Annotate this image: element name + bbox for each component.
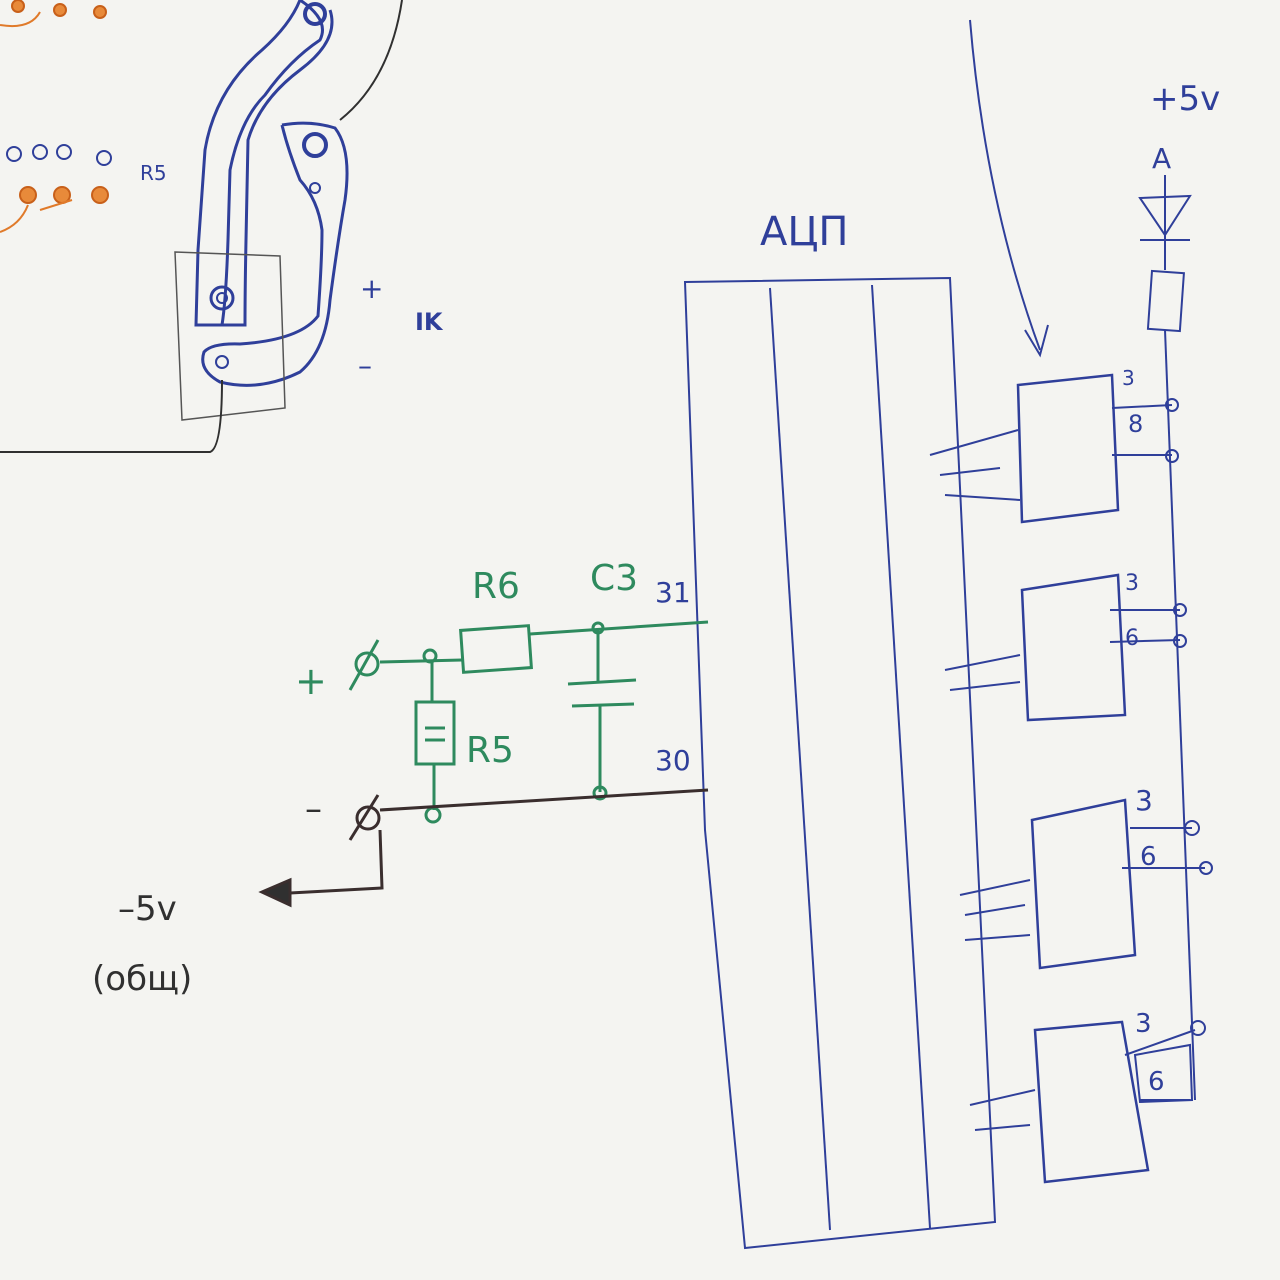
adc-block [683,276,997,1250]
black-wire [0,379,223,453]
pad-icon [303,2,327,26]
label-r6: R6 [472,566,520,607]
channel-pin-bottom: 6 [1125,626,1139,651]
channel-pin-bottom: 6 [1140,842,1157,872]
channel-pin-bottom: 8 [1128,410,1143,438]
arrow-head-icon [1024,324,1049,358]
channel-pin-top: 3 [1135,1009,1152,1039]
channel-pin-top: 3 [1135,784,1153,817]
resistor-icon [1146,269,1185,333]
channel-2: 3 6 [944,571,1187,722]
pad-icon [209,285,235,311]
orange-traces [0,11,73,233]
channel-pin-top: 3 [1125,571,1139,596]
channel-pin-bottom: 6 [1148,1067,1165,1097]
ground-note-label: (общ) [92,959,192,999]
label-c3: C3 [590,558,638,599]
label-r5-top: R5 [140,161,167,185]
ground-line [258,788,709,908]
label-ik: IK [415,308,444,336]
label-plus-input: + [295,659,327,703]
blue-traces [194,0,349,387]
channel-4: 3 6 [969,1009,1206,1184]
adc-title: АЦП [760,209,849,255]
arrow-left-icon [258,877,292,908]
anode-label: A [1152,142,1171,175]
component-outline [174,251,286,421]
input-circuit [348,620,709,824]
diode-icon [1138,194,1192,237]
label-plus-top: + [360,272,383,305]
label-minus-top: – [358,349,372,382]
vcc-label: +5v [1150,79,1220,119]
label-minus-input: – [305,789,322,829]
vcc-rail [1138,175,1196,1101]
arrow-line [969,19,1041,351]
orange-pads [11,0,109,204]
input-terminal-plus-icon [354,651,380,677]
resistor-r6-icon [459,624,533,674]
channel-pin-top: 3 [1122,366,1135,390]
pcb-sketch: R5 + IK – [0,0,444,453]
pin-30-label: 30 [655,744,691,777]
channel-1: 3 8 [929,366,1179,524]
label-r5: R5 [466,730,514,771]
pad-icon [302,132,328,158]
pin-31-label: 31 [655,576,691,609]
ground-voltage-label: –5v [118,889,177,929]
capacitor-c3-icon [567,678,637,686]
hollow-pads [6,144,112,166]
input-terminal-minus-icon [355,805,381,831]
black-wire [339,0,403,121]
